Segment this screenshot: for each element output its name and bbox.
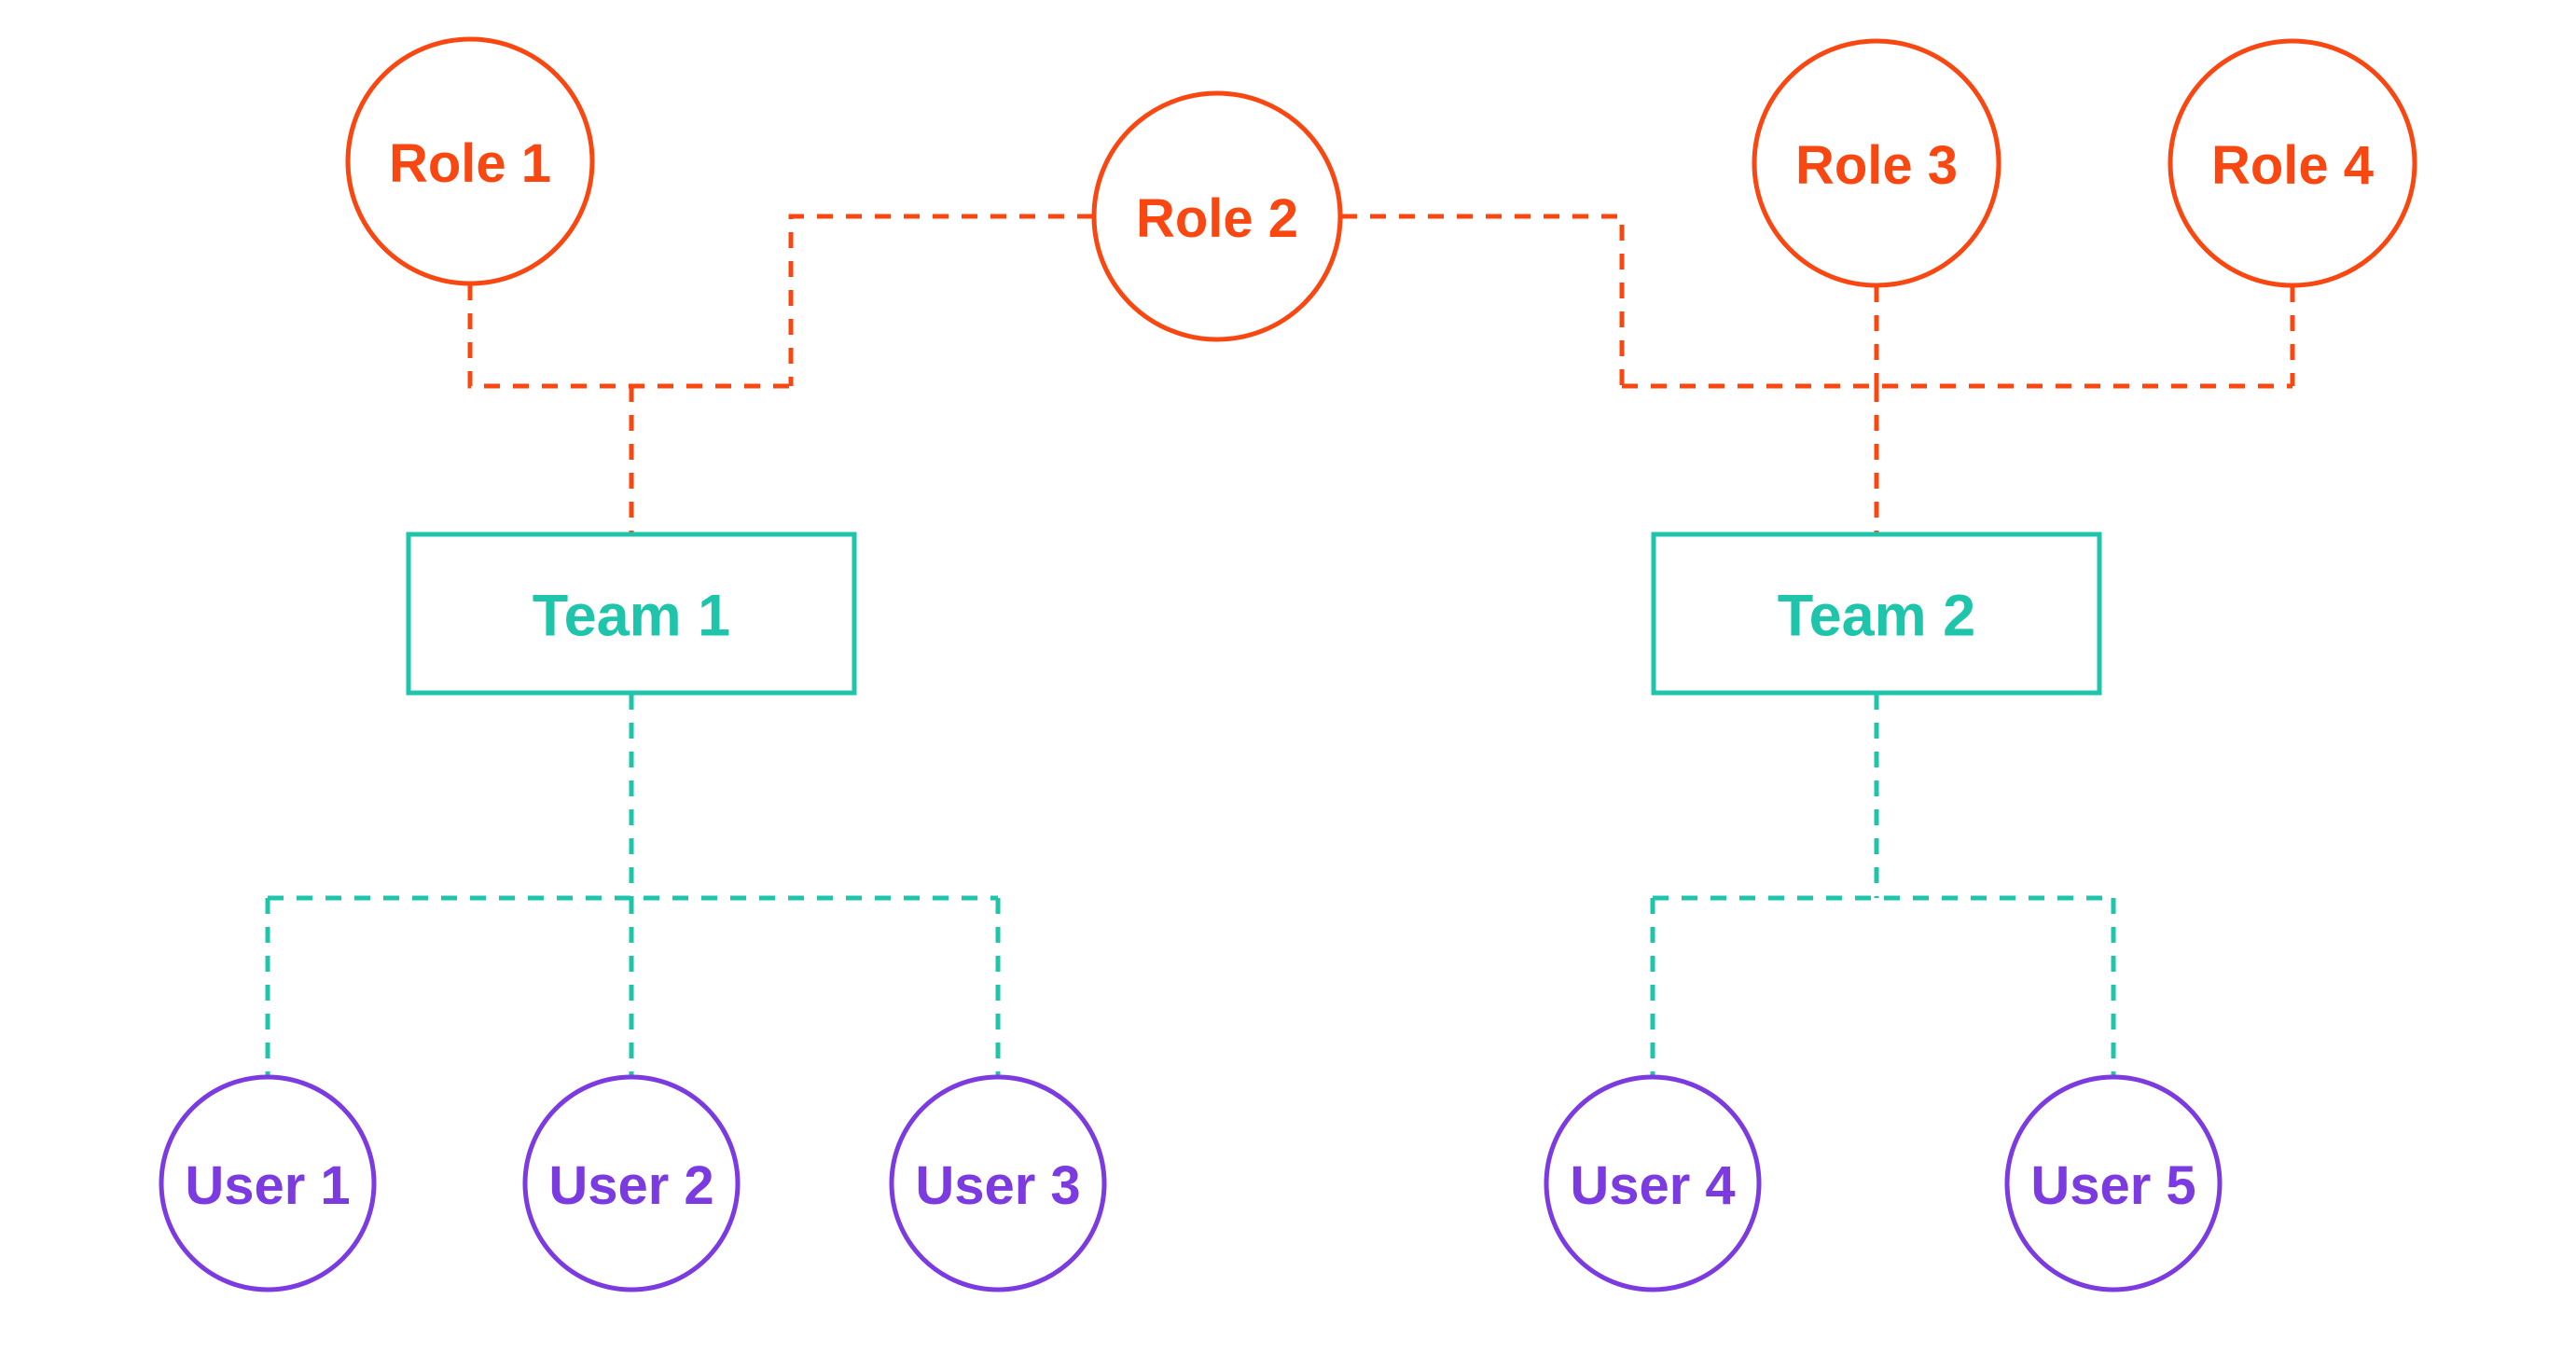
role-2-role-circle — [1091, 90, 1343, 342]
team-2-label: Team 2 — [1778, 584, 1975, 649]
user-5-label: User 5 — [2030, 1155, 2195, 1216]
user-1-label: User 1 — [185, 1155, 350, 1216]
team-2-team-rect — [1651, 532, 2102, 696]
role-2-label: Role 2 — [1136, 188, 1298, 249]
team-1-label: Team 1 — [533, 584, 730, 649]
user-5-node: User 5 — [2004, 1074, 2223, 1292]
role-1-node: Role 1 — [345, 36, 595, 286]
user-2-label: User 2 — [548, 1155, 713, 1216]
role-2-node: Role 2 — [1091, 90, 1343, 342]
user-4-user-circle — [1544, 1074, 1762, 1292]
edge-role1-drop — [467, 284, 791, 389]
user-1-node: User 1 — [159, 1074, 377, 1292]
user-3-user-circle — [889, 1074, 1107, 1292]
user-3-node: User 3 — [889, 1074, 1107, 1292]
edge-role2-right-elbow — [1341, 214, 1625, 386]
user-2-node: User 2 — [522, 1074, 741, 1292]
edge-role2-left-elbow — [788, 214, 1093, 386]
user-2-user-circle — [522, 1074, 741, 1292]
role-1-role-circle — [345, 36, 595, 286]
team-2-node: Team 2 — [1651, 532, 2102, 696]
team-1-team-rect — [406, 532, 857, 696]
role-4-label: Role 4 — [2211, 135, 2374, 196]
user-1-user-circle — [159, 1074, 377, 1292]
user-4-node: User 4 — [1544, 1074, 1762, 1292]
team-1-node: Team 1 — [406, 532, 857, 696]
role-4-role-circle — [2167, 38, 2417, 288]
role-1-label: Role 1 — [389, 133, 551, 194]
user-3-label: User 3 — [915, 1155, 1080, 1216]
role-3-node: Role 3 — [1752, 38, 2001, 288]
role-4-node: Role 4 — [2167, 38, 2417, 288]
user-4-label: User 4 — [1570, 1155, 1735, 1216]
user-5-user-circle — [2004, 1074, 2223, 1292]
role-3-label: Role 3 — [1795, 135, 1958, 196]
role-3-role-circle — [1752, 38, 2001, 288]
